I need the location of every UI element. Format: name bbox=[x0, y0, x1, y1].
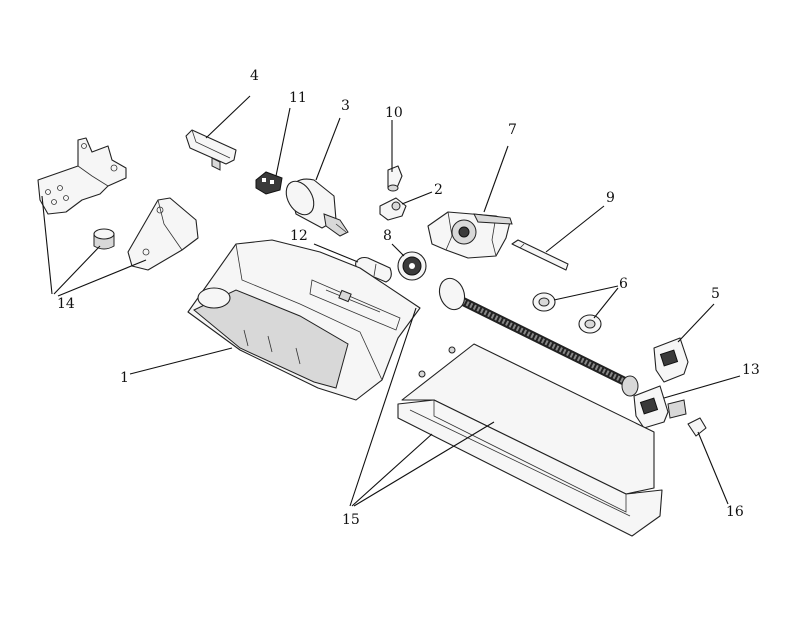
callout-7: 7 bbox=[508, 122, 517, 138]
part-14-rubber-foot bbox=[93, 228, 115, 250]
callout-16: 16 bbox=[726, 504, 744, 520]
part-7-gearbox bbox=[427, 211, 513, 259]
callout-2: 2 bbox=[434, 182, 443, 198]
callout-14: 14 bbox=[57, 296, 75, 312]
lead-screw bbox=[438, 277, 639, 397]
callout-5: 5 bbox=[711, 286, 720, 302]
part-16-clip bbox=[687, 417, 707, 437]
callout-12: 12 bbox=[290, 228, 308, 244]
part-5-end-block bbox=[653, 337, 689, 383]
part-8-gear bbox=[397, 251, 427, 281]
part-11-connector bbox=[255, 171, 283, 195]
part-15-cover bbox=[397, 343, 663, 537]
callout-15: 15 bbox=[342, 512, 360, 528]
callout-3: 3 bbox=[341, 98, 350, 114]
part-3-motor bbox=[285, 178, 349, 237]
callout-6: 6 bbox=[619, 276, 628, 292]
part-2-gear-holder bbox=[379, 197, 407, 221]
part-13-end-block bbox=[633, 385, 687, 429]
callout-11: 11 bbox=[289, 90, 307, 106]
part-4-clip bbox=[185, 129, 237, 171]
part-6-bearing-b bbox=[578, 314, 602, 334]
part-14-bracket-right bbox=[127, 197, 199, 271]
callout-10: 10 bbox=[385, 105, 403, 121]
part-10-pin bbox=[387, 165, 403, 192]
callout-1: 1 bbox=[120, 370, 129, 386]
part-9-rod bbox=[511, 239, 569, 271]
part-6-bearing-a bbox=[532, 292, 556, 312]
callout-4: 4 bbox=[250, 68, 259, 84]
callout-13: 13 bbox=[742, 362, 760, 378]
part-14-bracket-left bbox=[37, 137, 127, 215]
part-1-housing bbox=[187, 239, 421, 401]
callout-labels: 1 2 3 4 5 6 7 8 9 10 11 12 13 14 15 16 bbox=[57, 68, 760, 528]
callout-8: 8 bbox=[383, 228, 392, 244]
callout-9: 9 bbox=[606, 190, 615, 206]
leader-lines bbox=[41, 95, 741, 507]
